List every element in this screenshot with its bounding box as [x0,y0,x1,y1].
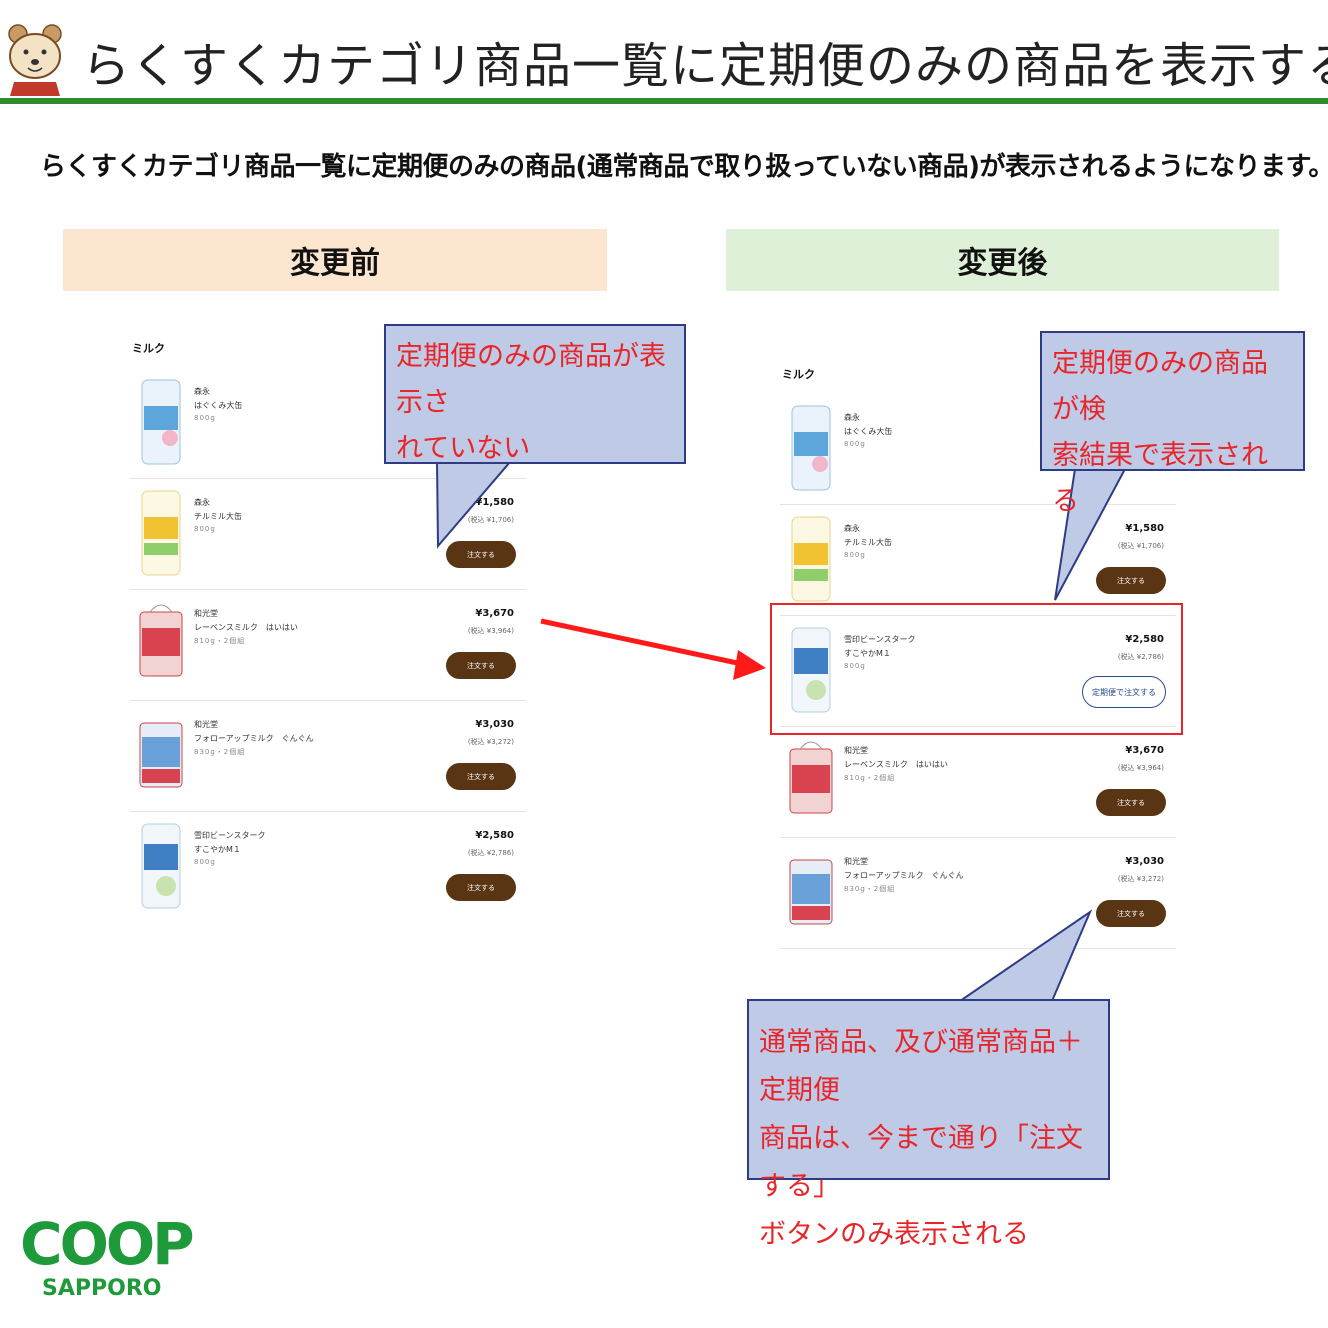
milk-pack-image [789,741,833,814]
product-row: 森永 チルミル大缶 800g ¥1,580 (税込 ¥1,706) 注文する [130,479,526,590]
slide-header: らくすくカテゴリ商品一覧に定期便のみの商品を表示する [0,0,1328,104]
product-row: 和光堂 レーベンスミルク はいはい 810g・2個組 ¥3,670 (税込 ¥3… [130,590,526,701]
milk-can-image [141,823,181,909]
subscription-order-button[interactable]: 定期便で注文する [1082,676,1166,708]
milk-pack-image [139,722,183,788]
callout-not-displayed: 定期便のみの商品が表示さ れていない [384,324,686,464]
milk-can-image [141,379,181,465]
product-row: 森永 はぐくみ大缶 800g [130,368,526,479]
category-title: ミルク [782,368,815,381]
after-label: 変更後 [726,229,1279,291]
callout-regular-items: 通常商品、及び通常商品＋定期便 商品は、今まで通り「注文する」 ボタンのみ表示さ… [747,999,1110,1250]
milk-can-image [791,516,831,602]
callout-now-displayed: 定期便のみの商品が検 索結果で表示される [1040,331,1305,517]
product-row: 和光堂 レーベンスミルク はいはい 810g・2個組 ¥3,670 (税込 ¥3… [780,727,1176,838]
milk-pack-image [789,859,833,925]
product-row: 和光堂 フォローアップミルク ぐんぐん 830g・2個組 ¥3,030 (税込 … [130,701,526,812]
before-product-list: ミルク 森永 はぐくみ大缶 800g 森永 チルミル大缶 800g ¥1,580… [130,340,526,923]
order-button[interactable]: 注文する [446,763,516,790]
order-button[interactable]: 注文する [1096,789,1166,816]
after-product-list: ミルク 森永 はぐくみ大缶 800g 森永 チルミル大缶 800g ¥1,580… [780,366,1176,949]
order-button[interactable]: 注文する [446,874,516,901]
description-text: らくすくカテゴリ商品一覧に定期便のみの商品(通常商品で取り扱っていない商品)が表… [40,152,1328,182]
order-button[interactable]: 注文する [1096,900,1166,927]
category-title: ミルク [132,342,165,355]
header-divider [0,98,1328,104]
arrow-line [540,618,743,667]
new-item-highlight-box [770,603,1183,735]
milk-can-image [791,627,831,713]
milk-can-image [141,490,181,576]
product-row: 和光堂 フォローアップミルク ぐんぐん 830g・2個組 ¥3,030 (税込 … [780,838,1176,949]
order-button[interactable]: 注文する [1096,567,1166,594]
product-row-subscription-only: 雪印ビーンスターク すこやかM１ 800g ¥2,580 (税込 ¥2,786)… [780,616,1176,727]
product-row: 雪印ビーンスターク すこやかM１ 800g ¥2,580 (税込 ¥2,786)… [130,812,526,923]
order-button[interactable]: 注文する [446,541,516,568]
bear-mascot-icon [8,24,62,96]
order-button[interactable]: 注文する [446,652,516,679]
coop-sapporo-logo: COOP SAPPORO [20,1210,195,1301]
milk-can-image [791,405,831,491]
arrow-head-icon [733,650,766,680]
before-label: 変更前 [63,229,607,291]
page-title: らくすくカテゴリ商品一覧に定期便のみの商品を表示する [82,38,1328,94]
product-row: 森永 はぐくみ大缶 800g [780,394,1176,505]
milk-pack-image [139,604,183,677]
